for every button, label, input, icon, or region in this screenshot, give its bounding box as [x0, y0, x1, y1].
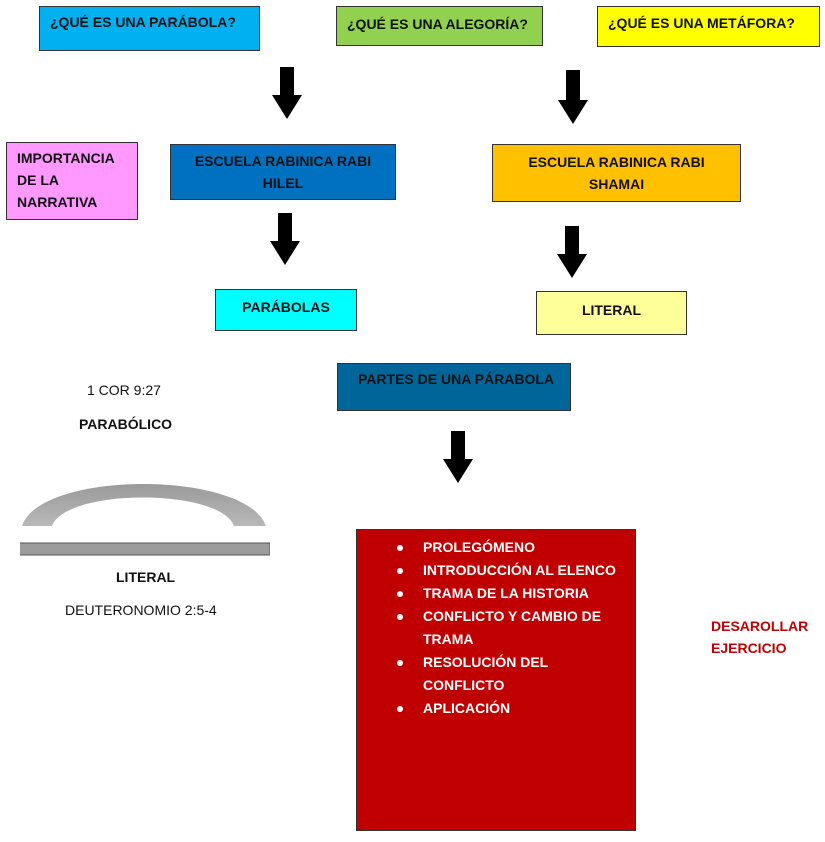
importancia-line-2: DE LA — [17, 172, 59, 188]
metafora-question-box: ¿QUÉ ES UNA METÁFORA? — [597, 6, 820, 47]
desarollar-line-2: EJERCICIO — [711, 640, 787, 656]
literal-box: LITERAL — [536, 291, 687, 335]
list-item: INTRODUCCIÓN AL ELENCO — [397, 559, 635, 582]
list-item: CONFLICTO Y CAMBIO DE — [397, 605, 635, 628]
alegoria-question-box: ¿QUÉ ES UNA ALEGORÍA? — [336, 6, 543, 46]
partes-label: PARTES DE UNA PÁRABOLA — [358, 371, 555, 387]
partes-box: PARTES DE UNA PÁRABOLA — [337, 363, 571, 411]
list-item-continuation: TRAMA — [423, 631, 474, 647]
importancia-box: IMPORTANCIA DE LA NARRATIVA — [6, 142, 138, 220]
parabola-question-box: ¿QUÉ ES UNA PARÁBOLA? — [39, 6, 260, 51]
list-item: APLICACIÓN — [397, 697, 635, 720]
hilel-line-2: HILEL — [262, 175, 304, 191]
parts-panel: PROLEGÓMENO INTRODUCCIÓN AL ELENCO TRAMA… — [356, 529, 636, 831]
list-item: PROLEGÓMENO — [397, 536, 635, 559]
parabolas-label: PARÁBOLAS — [242, 299, 330, 315]
metafora-question-label: ¿QUÉ ES UNA METÁFORA? — [608, 15, 795, 31]
desarollar-line-1: DESAROLLAR — [711, 618, 809, 634]
down-arrow-icon — [272, 67, 302, 119]
hilel-line-1: ESCUELA RABINICA RABI — [194, 153, 372, 169]
shamai-line-1: ESCUELA RABINICA RABI — [528, 154, 705, 170]
parabolas-box: PARÁBOLAS — [215, 289, 357, 331]
importancia-line-3: NARRATIVA — [17, 194, 98, 210]
list-item: RESOLUCIÓN DEL — [397, 651, 635, 674]
reference-top: 1 COR 9:27 — [87, 382, 161, 398]
alegoria-question-label: ¿QUÉ ES UNA ALEGORÍA? — [347, 16, 528, 32]
down-arrow-icon — [558, 70, 588, 124]
parts-list: PROLEGÓMENO INTRODUCCIÓN AL ELENCO TRAMA… — [357, 536, 635, 720]
desarollar-label: DESAROLLAR EJERCICIO — [711, 615, 808, 659]
list-item-continuation: CONFLICTO — [423, 677, 505, 693]
down-arrow-icon — [557, 226, 587, 278]
literal-box-label: LITERAL — [581, 302, 642, 318]
parabola-question-label: ¿QUÉ ES UNA PARÁBOLA? — [50, 14, 236, 30]
parabolico-label: PARABÓLICO — [79, 416, 173, 432]
parabolic-arch-icon — [20, 484, 270, 556]
down-arrow-icon — [443, 431, 473, 483]
literal-label: LITERAL — [116, 569, 176, 585]
importancia-line-1: IMPORTANCIA — [17, 150, 115, 166]
shamai-line-2: SHAMAI — [588, 176, 645, 192]
list-item: TRAMA DE LA HISTORIA — [397, 582, 635, 605]
shamai-box: ESCUELA RABINICA RABI SHAMAI — [492, 144, 741, 202]
reference-bottom: DEUTERONOMIO 2:5-4 — [65, 602, 217, 618]
hilel-box: ESCUELA RABINICA RABI HILEL — [170, 144, 396, 200]
down-arrow-icon — [270, 213, 300, 265]
